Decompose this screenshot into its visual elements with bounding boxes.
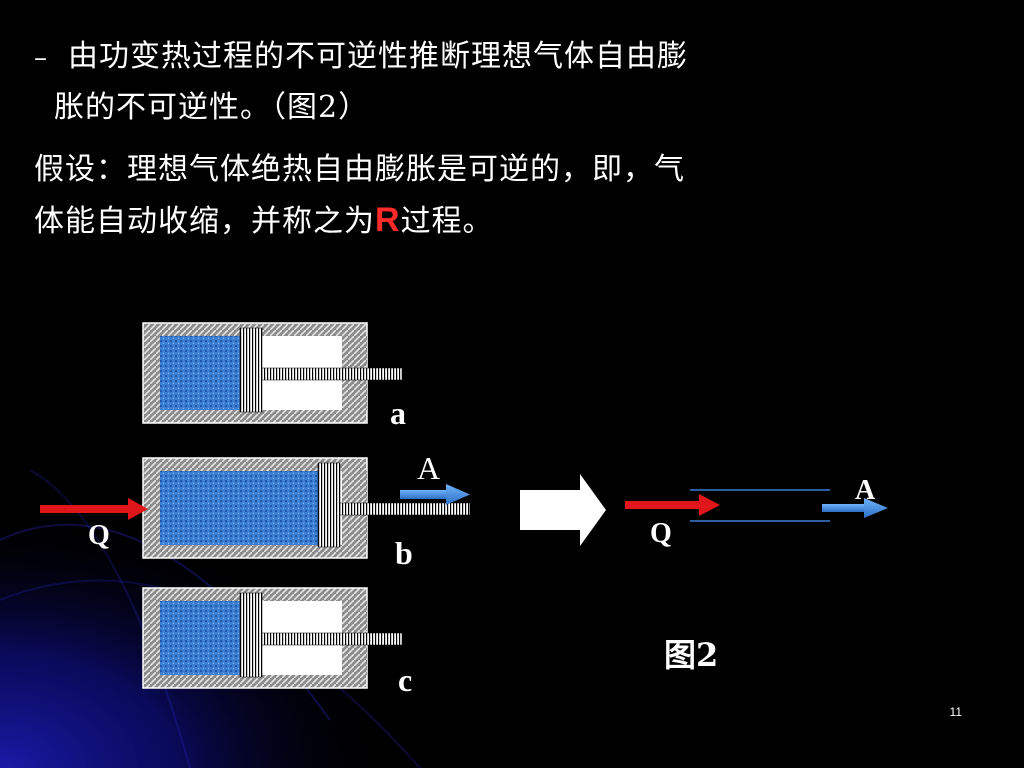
rod-c (261, 632, 403, 646)
implies-arrow (520, 474, 606, 546)
assumption-line-2: 体能自动收缩，并称之为 (34, 204, 375, 239)
statement-line-1: 由功变热过程的不可逆性推断理想气体自由膨 (68, 39, 688, 74)
statement-line-2: 胀的不可逆性。（图2） (54, 90, 370, 125)
bullet-dash: – (34, 43, 48, 73)
work-arrow-right (822, 504, 866, 512)
r-process-highlight: R (375, 201, 401, 239)
cylinder-c (142, 587, 403, 689)
assumption-text: 假设：理想气体绝热自由膨胀是可逆的，即，气 体能自动收缩，并称之为R过程。 (34, 145, 934, 247)
cylinder-a (142, 322, 403, 424)
work-arrow-left (400, 484, 470, 505)
bullet-text: –由功变热过程的不可逆性推断理想气体自由膨 胀的不可逆性。（图2） (34, 32, 904, 133)
gas-b (160, 471, 318, 545)
piston-b (317, 462, 341, 548)
heat-label-right: Q (650, 518, 672, 549)
rod-a (261, 367, 403, 381)
heat-arrow-left (40, 498, 148, 520)
rod-b (339, 502, 471, 516)
work-label-right: A (855, 475, 876, 506)
cylinder-b (142, 457, 471, 559)
piston-a (239, 327, 263, 413)
gas-a (160, 336, 240, 410)
label-b: b (395, 535, 413, 571)
label-c: c (398, 662, 413, 698)
piston-c (239, 592, 263, 678)
work-label-b: A (417, 450, 441, 486)
assumption-line-2-end: 过程。 (400, 204, 494, 239)
assumption-line-1: 假设：理想气体绝热自由膨胀是可逆的，即，气 (34, 152, 685, 187)
heat-arrow-right (625, 501, 701, 509)
figure-caption: 图2 (664, 636, 719, 674)
label-a: a (390, 395, 406, 431)
page-number: 11 (949, 705, 962, 719)
heat-label-b: Q (88, 520, 110, 551)
equivalent-process (625, 489, 888, 522)
gas-c (160, 601, 240, 675)
